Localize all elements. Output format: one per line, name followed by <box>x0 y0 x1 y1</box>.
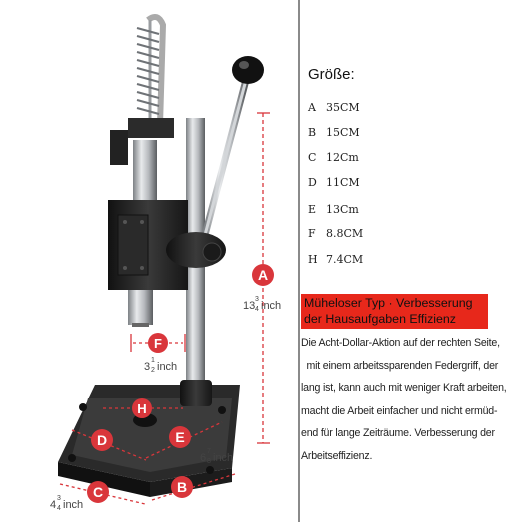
size-row-e: E 13Cm <box>308 203 359 216</box>
svg-text:E: E <box>175 429 184 445</box>
size-value: 35CM <box>326 101 360 114</box>
dimension-label-a: 13 3 4 inch <box>243 296 281 313</box>
press-head <box>108 140 188 327</box>
svg-text:A: A <box>258 267 268 283</box>
svg-text:inch: inch <box>63 499 83 511</box>
banner-line-2: der Hausaufgaben Effizienz <box>304 312 457 326</box>
marker-d: D <box>91 429 113 451</box>
marker-a: A <box>252 264 274 286</box>
size-row-f: F 8.8CM <box>308 227 363 240</box>
svg-text:8: 8 <box>207 458 211 465</box>
size-value: 13Cm <box>326 203 359 216</box>
svg-text:2: 2 <box>151 367 155 374</box>
marker-h: H <box>132 398 152 418</box>
marker-c: C <box>87 481 109 503</box>
lever-handle <box>166 56 264 268</box>
size-value: 11CM <box>326 176 360 189</box>
feature-banner: Müheloser Typ · Verbesserung der Hausauf… <box>301 294 488 329</box>
size-letter: C <box>308 151 317 164</box>
description-line: Arbeitseffizienz. <box>301 449 373 462</box>
size-row-h: H 7.4CM <box>308 253 363 266</box>
svg-text:D: D <box>97 432 107 448</box>
dimension-label-f: 3 1 2 inch <box>144 357 177 374</box>
size-row-d: D 11CM <box>308 176 360 189</box>
description-line: end für lange Zeiträume. Verbesserung de… <box>301 427 495 439</box>
size-value: 15CM <box>326 126 360 139</box>
svg-text:13: 13 <box>243 300 255 312</box>
size-row-c: C 12Cm <box>308 151 359 164</box>
marker-f: F <box>148 333 168 353</box>
svg-text:4: 4 <box>255 306 259 313</box>
description-line: lang ist, kann auch mit weniger Kraft ar… <box>301 382 507 394</box>
description-line: Die Acht-Dollar-Aktion auf der rechten S… <box>301 337 500 349</box>
spring-assembly <box>110 13 174 165</box>
svg-text:4: 4 <box>57 505 61 512</box>
svg-text:inch: inch <box>157 361 177 373</box>
svg-text:F: F <box>154 336 162 351</box>
svg-text:7: 7 <box>207 448 211 455</box>
svg-text:H: H <box>137 401 146 416</box>
svg-text:inch: inch <box>261 300 281 312</box>
size-letter: D <box>308 176 317 189</box>
svg-text:B: B <box>177 479 187 495</box>
dimension-label-c: 4 3 4 inch <box>50 495 83 512</box>
marker-e: E <box>169 426 191 448</box>
svg-text:4: 4 <box>50 499 56 511</box>
svg-text:3: 3 <box>255 296 259 303</box>
marker-b: B <box>171 476 193 498</box>
description-line: macht die Arbeit einfacher und nicht erm… <box>301 404 498 417</box>
size-letter: B <box>308 126 317 139</box>
svg-text:inch: inch <box>213 452 233 464</box>
size-title: Größe: <box>308 66 355 83</box>
press-machine-illustration: A F H D E C B 13 3 4 inch 3 1 2 inch <box>50 13 281 512</box>
size-row-b: B 15CM <box>308 126 360 139</box>
svg-text:3: 3 <box>144 361 150 373</box>
description-line: mit einem arbeitssparenden Federgriff, d… <box>301 359 499 372</box>
svg-text:6: 6 <box>200 452 206 464</box>
size-letter: F <box>308 227 316 240</box>
dimension-label-b: 6 7 8 inch <box>200 448 233 465</box>
svg-text:C: C <box>93 484 103 500</box>
size-row-a: A 35CM <box>308 101 360 114</box>
svg-text:3: 3 <box>57 495 61 502</box>
description-text: Die Acht-Dollar-Aktion auf der rechten S… <box>301 332 519 467</box>
vertical-divider <box>298 0 300 522</box>
base-plate <box>58 385 240 497</box>
svg-text:1: 1 <box>151 357 155 364</box>
size-letter: E <box>308 203 317 216</box>
banner-line-1: Müheloser Typ · Verbesserung <box>304 296 473 310</box>
size-letter: H <box>308 253 318 266</box>
size-value: 8.8CM <box>326 227 364 240</box>
size-value: 12Cm <box>326 151 359 164</box>
size-value: 7.4CM <box>326 253 364 266</box>
size-letter: A <box>308 101 316 114</box>
